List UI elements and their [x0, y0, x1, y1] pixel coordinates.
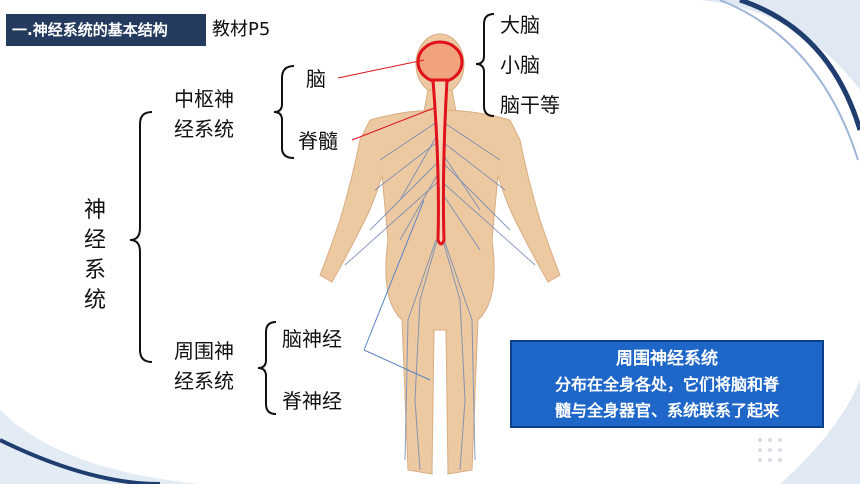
section-title: 一.神经系统的基本结构: [6, 14, 206, 46]
brain-part-cerebrum: 大脑: [500, 13, 540, 37]
peripheral-label-1: 周围神: [174, 339, 234, 363]
peripheral-info-box: 周围神经系统 分布在全身各处，它们将脑和脊 髓与全身器官、系统联系了起来: [510, 340, 824, 428]
peripheral-label-2: 经系统: [174, 369, 234, 393]
cranial-nerves-label: 脑神经: [282, 327, 342, 351]
info-box-title: 周围神经系统: [616, 349, 718, 369]
textbook-reference: 教材P5: [212, 19, 271, 40]
central-label-1: 中枢神: [174, 87, 234, 111]
root-label: 神经系统: [80, 196, 110, 316]
info-box-line-1: 分布在全身各处，它们将脑和脊: [554, 375, 779, 394]
brain-part-brainstem: 脑干等: [500, 93, 560, 117]
brain-label: 脑: [306, 67, 326, 91]
brain-part-cerebellum: 小脑: [500, 53, 540, 77]
central-label-2: 经系统: [174, 117, 234, 141]
spinal-cord-label: 脊髓: [298, 129, 338, 153]
info-box-line-2: 髓与全身器官、系统联系了起来: [554, 401, 779, 420]
spinal-nerves-label: 脊神经: [282, 389, 342, 413]
root-label-text: 神经系统: [83, 198, 106, 313]
